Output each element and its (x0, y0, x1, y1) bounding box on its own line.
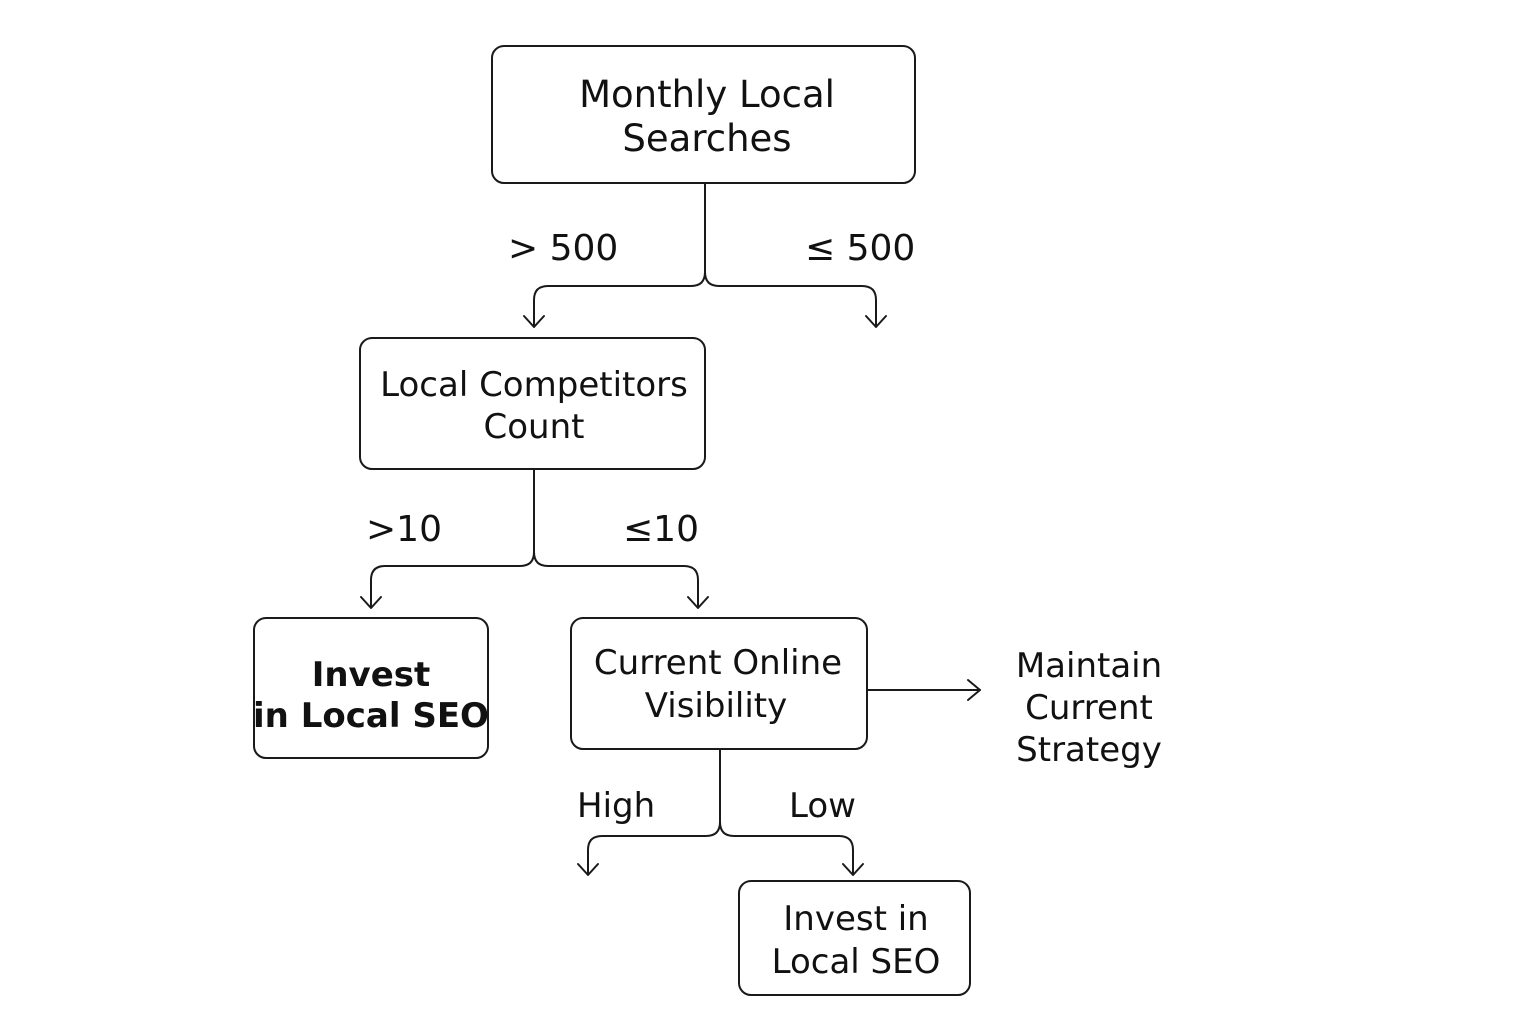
node-maintain-current-strategy-line-3: Strategy (1016, 730, 1162, 770)
node-current-online-visibility-line-2: Visibility (645, 686, 788, 726)
edge-searches-gt-branch (533, 271, 706, 327)
node-local-competitors-count: Local Competitors Count (359, 337, 706, 470)
edge-label-visibility-low: Low (789, 786, 856, 826)
node-maintain-current-strategy-line-1: Maintain (1016, 646, 1162, 686)
edge-label-visibility-high: High (577, 786, 655, 826)
node-current-online-visibility: Current Online Visibility (570, 617, 868, 750)
node-invest-local-seo-left-line-1: Invest (312, 655, 431, 695)
node-invest-local-seo-bottom: Invest in Local SEO (738, 880, 971, 996)
arrowhead-visibility-high (577, 863, 599, 876)
edge-labels: > 500 ≤ 500 >10 ≤10 High Low (366, 228, 915, 826)
arrowhead-searches-le (865, 315, 887, 328)
node-current-online-visibility-line-1: Current Online (594, 643, 842, 683)
node-invest-local-seo-left-line-2: in Local SEO (253, 696, 489, 736)
connectors (360, 183, 981, 876)
edge-label-searches-le: ≤ 500 (805, 228, 915, 269)
edge-competitors-gt-branch (370, 551, 535, 608)
node-monthly-local-searches-line-1: Monthly Local (579, 73, 835, 116)
node-maintain-current-strategy: Maintain Current Strategy (1016, 646, 1162, 770)
edge-visibility-high-branch (587, 821, 721, 875)
edge-label-competitors-gt: >10 (366, 509, 442, 550)
edge-label-searches-gt: > 500 (508, 228, 618, 269)
node-maintain-current-strategy-line-2: Current (1025, 688, 1153, 728)
arrowhead-to-visibility (687, 596, 709, 609)
node-invest-local-seo-bottom-line-2: Local SEO (772, 942, 941, 982)
node-local-competitors-count-line-1: Local Competitors (380, 365, 688, 405)
node-monthly-local-searches-line-2: Searches (622, 117, 791, 160)
arrowhead-to-invest-left (360, 596, 382, 609)
node-local-competitors-count-line-2: Count (484, 407, 585, 447)
edge-competitors-le-branch (533, 551, 699, 608)
edge-searches-le-branch (704, 271, 877, 327)
node-monthly-local-searches: Monthly Local Searches (491, 45, 916, 184)
edge-visibility-low-branch (719, 821, 854, 875)
arrowhead-to-invest-bottom (842, 863, 864, 876)
arrowhead-to-competitors (523, 315, 545, 328)
arrowhead-to-maintain (967, 679, 981, 701)
edge-label-competitors-le: ≤10 (623, 509, 699, 550)
node-invest-local-seo-left: Invest in Local SEO (253, 617, 489, 759)
node-invest-local-seo-bottom-line-1: Invest in (783, 899, 928, 939)
